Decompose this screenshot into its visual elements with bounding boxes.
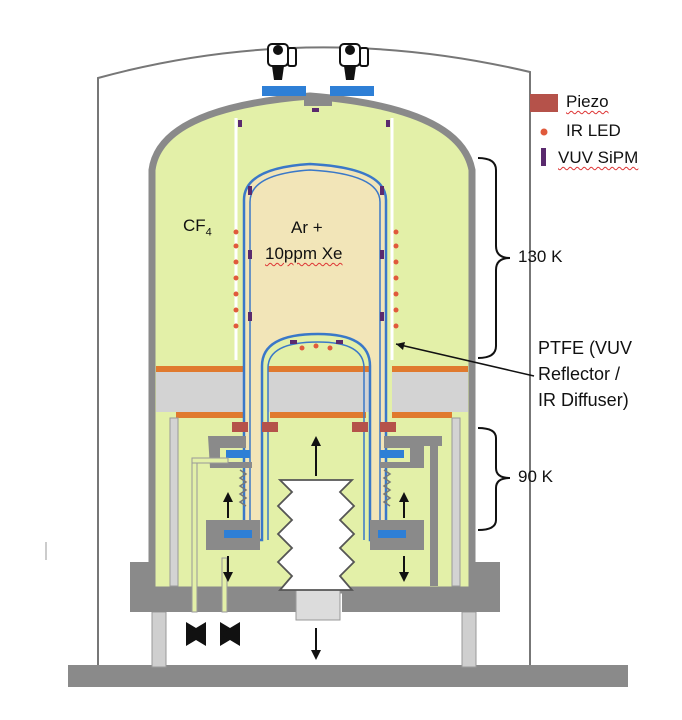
inner-jar-inner-line (249, 169, 381, 540)
temp-90k-label: 90 K (518, 467, 553, 486)
legend-vuv-sipm-label: VUV SiPM (558, 148, 639, 167)
flange-strip-top-left (156, 366, 252, 372)
brace-90k (477, 427, 511, 531)
top-port-center (304, 98, 332, 106)
motion-arrows (223, 436, 409, 660)
camera-icon (339, 43, 369, 80)
legend-ir-led-swatch (540, 128, 548, 136)
central-bellows (276, 479, 356, 621)
cf4-label: CF4 (183, 216, 212, 239)
inner-jar-outer (242, 162, 388, 542)
legend-ir-led-label: IR LED (566, 121, 621, 140)
legend-piezo-label: Piezo (566, 92, 609, 111)
top-port-right (330, 86, 374, 96)
ptfe-pointer-head (396, 342, 405, 350)
camera-icon (267, 43, 297, 80)
ir-led-markers (233, 229, 399, 351)
gas-label-line1: Ar + (291, 218, 323, 237)
vuv-sipm-markers (238, 108, 390, 344)
legend-vuv-sipm-swatch (541, 148, 546, 166)
valve-icon (220, 622, 240, 646)
inner-wall-left (169, 417, 179, 587)
gas-label-line2: 10ppm Xe (265, 244, 343, 263)
base-plate (68, 665, 628, 687)
flange-strip-low-left (176, 412, 256, 418)
support-leg-left (151, 611, 167, 668)
top-port-left (262, 86, 306, 96)
valve-icon (186, 622, 206, 646)
temp-130k-label: 130 K (518, 247, 563, 266)
piezo-markers (232, 422, 396, 432)
ptfe-label-line2: Reflector / (538, 364, 621, 384)
legend-piezo-swatch (530, 94, 558, 112)
flange-strip-top-right (392, 366, 468, 372)
flange-strip-top-mid (268, 366, 378, 372)
brace-130k (477, 157, 511, 359)
flange-strip-low-right (392, 412, 452, 418)
upper-plate-left (156, 366, 252, 412)
upper-plate-mid (268, 366, 378, 412)
ptfe-pointer (395, 343, 535, 377)
ptfe-label-line1: PTFE (VUV (538, 338, 633, 358)
right-bellows-assembly (370, 436, 442, 586)
inner-wall-right (451, 417, 461, 587)
upper-plate-right (392, 366, 468, 412)
left-bellows-assembly (191, 436, 260, 613)
support-leg-right (461, 611, 477, 668)
inner-jar-bottom-line (267, 341, 365, 540)
outer-vessel (97, 46, 531, 668)
ptfe-label-line3: IR Diffuser) (538, 390, 629, 410)
flange-strip-low-mid (270, 412, 366, 418)
